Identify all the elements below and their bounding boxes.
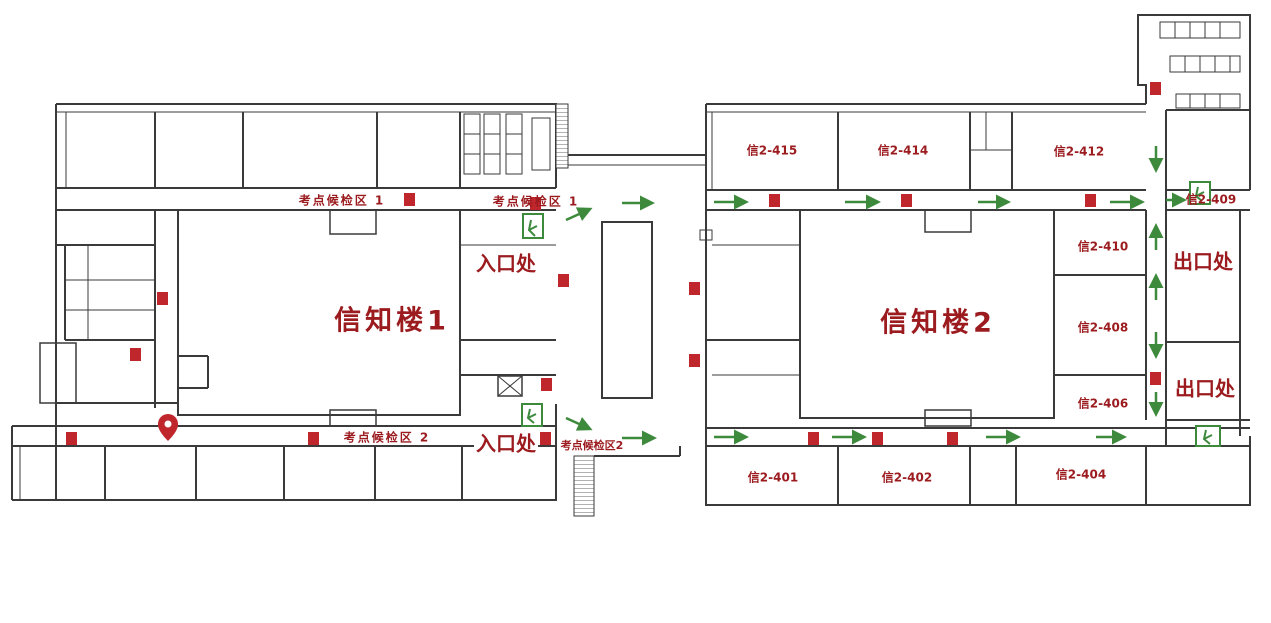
toilet-fixture-icon (1159, 21, 1241, 109)
room-label: 信2-410 (1077, 239, 1129, 254)
building-2-label: 信知楼2 (880, 307, 996, 339)
location-pin-icon (158, 414, 178, 441)
stairs-icon (699, 229, 713, 241)
room-label: 信2-408 (1077, 320, 1129, 335)
entrance-label: 入口处 (474, 427, 538, 457)
waiting-area-label: 考点候检区 2 (343, 430, 431, 445)
building-2-walls (705, 14, 1251, 506)
room-label: 信2-404 (1055, 467, 1107, 482)
direction-arrow-icon (565, 146, 1187, 446)
room-label: 信2-406 (1077, 396, 1129, 411)
room-label: 信2-415 (746, 143, 798, 158)
building-1-walls (11, 103, 557, 501)
room-label: 信2-412 (1053, 144, 1105, 159)
building-1-label: 信知楼1 (334, 305, 450, 337)
emergency-exit-icon (526, 186, 1213, 445)
toilet-fixture-icon (463, 113, 551, 175)
room-label: 信2-402 (881, 470, 933, 485)
waiting-area-label: 考点候检区2 (560, 439, 624, 452)
exit-label: 出口处 (1173, 372, 1237, 402)
exit-label: 出口处 (1171, 245, 1235, 275)
entrance-label: 入口处 (474, 247, 538, 277)
room-label: 信2-409 (1185, 192, 1237, 207)
room-label: 信2-401 (747, 470, 799, 485)
connector-walls (568, 154, 706, 457)
room-label: 信2-414 (877, 143, 929, 158)
stairs-icon (555, 103, 569, 169)
fire-extinguisher-icon (66, 82, 1161, 445)
stairs-icon (573, 455, 595, 517)
waiting-area-label: 考点候检区 1 (298, 193, 386, 208)
waiting-area-label: 考点候检区 1 (492, 194, 580, 209)
